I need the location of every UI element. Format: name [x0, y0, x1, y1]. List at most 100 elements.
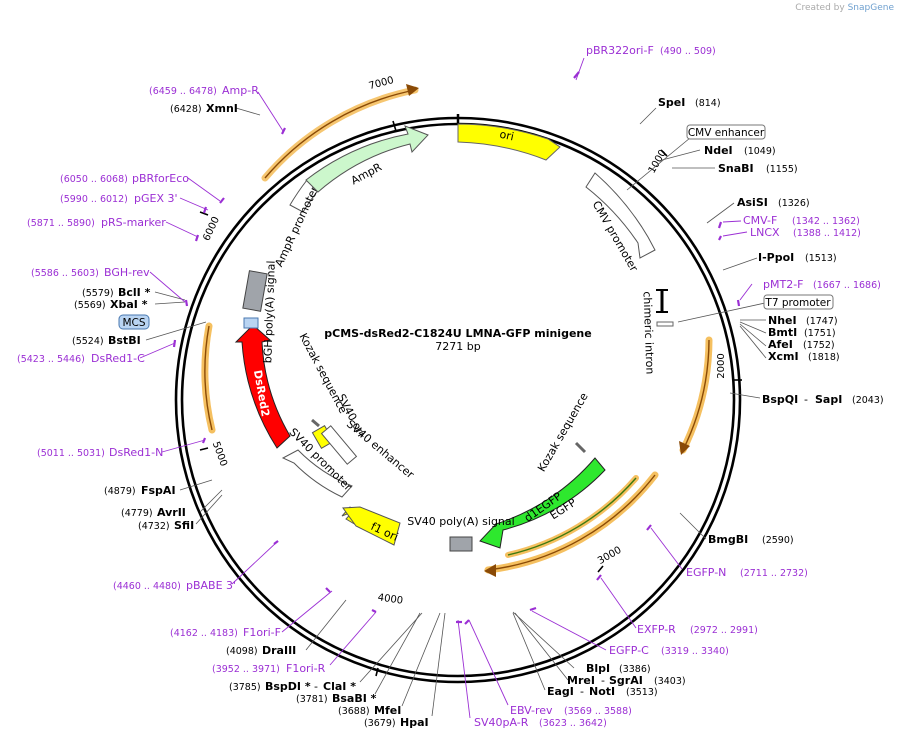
enzyme-avrII-pos: (4779)	[121, 508, 153, 519]
enzyme-nheI: NheI	[768, 314, 797, 327]
enzyme-sfiI-pos: (4732)	[138, 521, 170, 532]
orf-bars	[201, 84, 713, 577]
kozak-left-label: Kozak sequence	[297, 331, 350, 416]
sv40-polya-feature	[449, 536, 473, 552]
chimeric-intron-label: chimeric intron	[641, 291, 657, 374]
enzyme-xmnI-pos: (6428)	[170, 104, 202, 115]
enzyme-xcmI: XcmI	[768, 350, 799, 363]
primer-pgex-3: pGEX 3'	[134, 192, 178, 205]
ori-label: ori	[498, 128, 515, 144]
primer-cmv-f: CMV-F	[743, 214, 777, 227]
sv40-enhancer-label: SV40 enhancer	[344, 417, 417, 481]
primer-pmt2-f: pMT2-F	[763, 278, 804, 291]
primer-pbabe-3-pos: (4460 .. 4480)	[113, 581, 181, 592]
primer-lncx: LNCX	[750, 226, 780, 239]
primer-f1ori-f-pos: (4162 .. 4183)	[170, 628, 238, 639]
bgh-polya-feature	[242, 270, 268, 312]
cmv-enhancer-label: CMV enhancer	[688, 127, 765, 139]
primer-f1ori-r: F1ori-R	[286, 662, 326, 675]
mcs-label: MCS	[122, 317, 145, 329]
mcs-marker	[243, 317, 259, 329]
enzyme-bspqI-dash: -	[804, 393, 808, 406]
ori-feature	[457, 123, 561, 161]
enzyme-mfeI: MfeI	[374, 704, 401, 717]
snapgene-logo: SnapGene	[847, 3, 894, 13]
enzyme-bsabI-pos: (3781)	[296, 694, 328, 705]
dsred2-feature	[234, 324, 291, 449]
primer-ebv-rev-pos: (3569 .. 3588)	[564, 706, 632, 717]
tick-5000: 5000	[210, 440, 229, 468]
enzyme-bsabI: BsaBI *	[332, 692, 377, 705]
bgh-polya-label: bGH poly(A) signal	[261, 260, 278, 363]
primer-ebv-rev: EBV-rev	[510, 704, 553, 717]
map-title: pCMS-dsRed2-C1824U LMNA-GFP minigene	[324, 327, 591, 340]
tick-7000: 7000	[368, 75, 395, 92]
primer-dsred1-n-pos: (5011 .. 5031)	[37, 448, 105, 459]
enzyme-bclI-pos: (5579)	[82, 288, 114, 299]
enzyme-fspaI: FspAI	[141, 484, 176, 497]
primer-pbr322ori-f-pos: (490 .. 509)	[660, 46, 716, 57]
primer-labels-right: pBR322ori-F (490 .. 509) CMV-F (1342 .. …	[586, 44, 881, 657]
kozak-left-marker	[311, 418, 320, 428]
enzyme-bmgbI-pos: (2590)	[762, 535, 794, 546]
enzyme-afeI: AfeI	[768, 338, 793, 351]
enzyme-blpI-pos: (3386)	[619, 664, 651, 675]
ampr-feature	[305, 125, 429, 193]
enzyme-i-ppoI-pos: (1513)	[805, 253, 837, 264]
primer-egfp-c: EGFP-C	[609, 644, 649, 657]
primer-pbabe-3: pBABE 3'	[186, 579, 236, 592]
enzyme-bspdI: BspDI *	[265, 680, 311, 693]
cmv-enhancer-box: CMV enhancer	[686, 124, 766, 140]
primer-dsred1-c-pos: (5423 .. 5446)	[17, 354, 85, 365]
primer-egfp-c-pos: (3319 .. 3340)	[661, 646, 729, 657]
chimeric-intron-feature	[656, 289, 674, 327]
sv40-polya-label: SV40 poly(A) signal	[407, 515, 514, 528]
enzyme-mfeI-pos: (3688)	[338, 706, 370, 717]
primer-markers	[172, 71, 741, 625]
map-length: 7271 bp	[435, 340, 480, 353]
primer-pgex-3-pos: (5990 .. 6012)	[60, 194, 128, 205]
enzyme-mreI-dash: -	[601, 674, 605, 687]
kozak-right-marker	[574, 441, 587, 454]
enzyme-eagI-dash: -	[580, 685, 584, 698]
enzyme-bmtI: BmtI	[768, 326, 797, 339]
primer-f1ori-r-pos: (3952 .. 3971)	[212, 664, 280, 675]
enzyme-bspdI-pos: (3785)	[229, 682, 261, 693]
primer-bgh-rev-pos: (5586 .. 5603)	[31, 268, 99, 279]
primer-bgh-rev: BGH-rev	[104, 266, 150, 279]
enzyme-sgraI: SgrAI	[609, 674, 643, 687]
enzyme-notI: NotI	[589, 685, 615, 698]
egfp-feature	[479, 457, 606, 549]
enzyme-xbaI-pos: (5569)	[74, 300, 106, 311]
primer-labels-left: (5011 .. 5031) DsRed1-N (5423 .. 5446) D…	[17, 84, 259, 459]
primer-pbrforeco: pBRforEco	[132, 172, 189, 185]
enzyme-claI: ClaI *	[323, 680, 356, 693]
tick-3000: 3000	[596, 545, 624, 567]
enzyme-asisI-pos: (1326)	[778, 198, 810, 209]
enzyme-ndeI-pos: (1049)	[744, 146, 776, 157]
enzyme-draIII: DraIII	[262, 644, 296, 657]
t7-promoter-label: T7 promoter	[764, 297, 831, 309]
enzyme-bspqI-pos: (2043)	[852, 395, 884, 406]
mcs-box: MCS	[118, 314, 150, 330]
enzyme-avrII: AvrII	[157, 506, 186, 519]
primer-lines	[139, 57, 753, 719]
enzyme-bmtI-pos: (1751)	[804, 328, 836, 339]
enzyme-afeI-pos: (1752)	[803, 340, 835, 351]
enzyme-hpaI: HpaI	[400, 716, 429, 729]
primer-lncx-pos: (1388 .. 1412)	[793, 228, 861, 239]
primer-sv40pa-r-pos: (3623 .. 3642)	[539, 718, 607, 729]
enzyme-bmgbI: BmgBI	[708, 533, 748, 546]
enzyme-labels-right: SpeI (814) NdeI (1049) SnaBI (1155) AsiS…	[658, 96, 884, 546]
primer-labels-bottom: EBV-rev (3569 .. 3588) SV40pA-R (3623 ..…	[113, 579, 632, 729]
t7-promoter-box: T7 promoter	[763, 294, 834, 310]
enzyme-speI-pos: (814)	[695, 98, 721, 109]
tick-2000: 2000	[716, 353, 727, 378]
primer-prs-marker-pos: (5871 .. 5890)	[27, 218, 95, 229]
enzyme-sfiI: SfiI	[174, 519, 194, 532]
primer-egfp-n: EGFP-N	[686, 566, 726, 579]
primer-prs-marker: pRS-marker	[101, 216, 166, 229]
kozak-right-label: Kozak sequence	[535, 390, 591, 474]
enzyme-bstbI-pos: (5524)	[72, 336, 104, 347]
primer-sv40pa-r: SV40pA-R	[474, 716, 529, 729]
